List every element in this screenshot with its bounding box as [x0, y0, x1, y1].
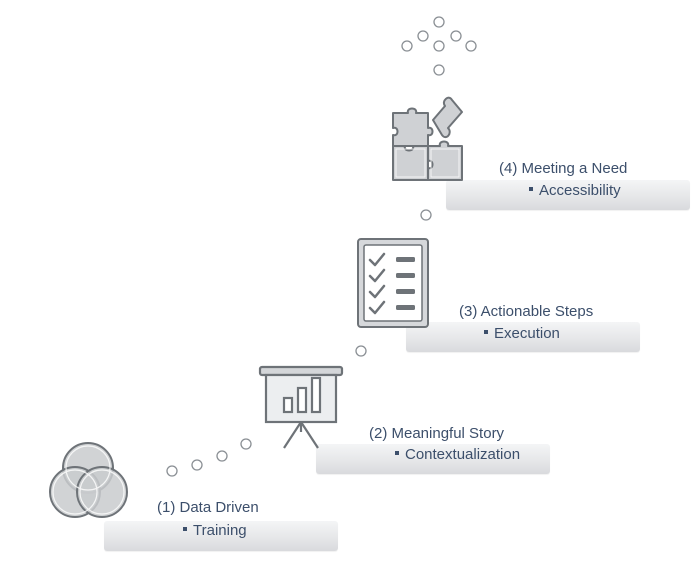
step-4-sub: Accessibility: [529, 182, 621, 199]
path-dot-2: [355, 345, 367, 357]
puzzle-pieces-icon: [392, 96, 463, 181]
bullet-icon: [395, 451, 399, 456]
path-dot-3: [420, 209, 432, 221]
step-4-sub-label: Accessibility: [539, 182, 621, 199]
bullet-icon: [529, 187, 533, 192]
bullet-icon: [484, 330, 488, 335]
step-3-title: (3) Actionable Steps: [459, 303, 594, 320]
step-3-sub: Execution: [484, 325, 560, 342]
step-4-bar: [446, 180, 690, 210]
bullet-icon: [183, 527, 187, 532]
step-2-sub: Contextualization: [395, 446, 520, 463]
step-3-sub-label: Execution: [494, 325, 560, 342]
path-dots-1: [166, 438, 252, 477]
step-2-sub-label: Contextualization: [405, 446, 521, 463]
step-1-bar: [104, 521, 338, 551]
step-3-bar: [406, 322, 640, 352]
venn-diagram-icon: [49, 442, 128, 518]
presentation-chart-icon: [258, 365, 344, 449]
step-1-title: (1) Data Driven: [157, 499, 259, 516]
path-dots-4: [401, 16, 477, 76]
step-1-sub: Training: [183, 522, 247, 539]
step-1-sub-label: Training: [193, 522, 247, 539]
step-2-bar: [316, 444, 550, 474]
step-4-title: (4) Meeting a Need: [499, 160, 628, 177]
step-2-title: (2) Meaningful Story: [369, 425, 505, 442]
checklist-icon: [357, 238, 429, 328]
